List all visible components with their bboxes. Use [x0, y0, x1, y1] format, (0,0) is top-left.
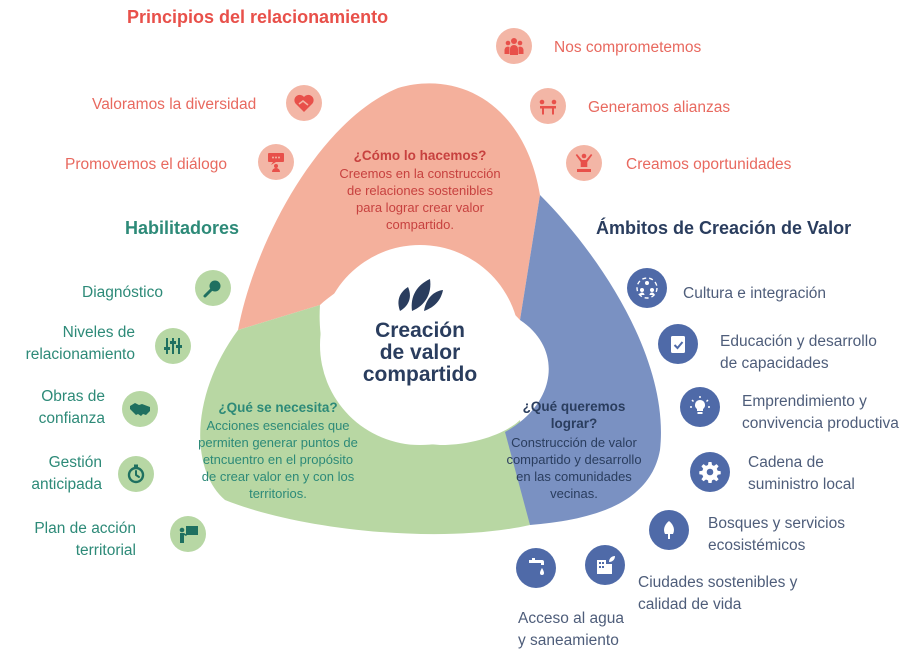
- value-area-line: Cadena de: [748, 454, 824, 471]
- center-line-3: compartido: [362, 363, 478, 386]
- value-area-line: suministro local: [748, 476, 855, 493]
- value-area-line: calidad de vida: [638, 596, 742, 613]
- principle-label: Valoramos la diversidad: [92, 96, 257, 113]
- enablers-heading: Habilitadores: [125, 218, 240, 238]
- how-line-3: para lograr crear valor: [356, 200, 484, 215]
- how-line-4: compartido.: [386, 217, 454, 232]
- enabler-line: Gestión: [48, 454, 102, 471]
- value-area-line: Acceso al agua: [518, 610, 624, 627]
- heart-handshake-icon: [286, 85, 322, 121]
- achieve-line-3: en las comunidades: [516, 469, 632, 484]
- principle-label: Promovemos el diálogo: [65, 156, 227, 173]
- value-area-label: Cultura e integración: [683, 285, 827, 302]
- need-line-1: Acciones esenciales que: [206, 418, 350, 433]
- achieve-title-line-1: ¿Qué queremos: [522, 399, 626, 414]
- value-area-line: Bosques y servicios: [708, 515, 845, 532]
- value-area-line: Ciudades sostenibles y: [638, 574, 798, 591]
- center-title: Creación de valor compartido: [345, 320, 495, 386]
- enabler-line: relacionamiento: [25, 346, 135, 363]
- person-celebrating-icon: [566, 145, 602, 181]
- value-area-line: de capacidades: [720, 355, 829, 372]
- achieve-title: ¿Qué queremos lograr?: [484, 398, 664, 432]
- magnifier-icon: [195, 270, 231, 306]
- need-line-4: de crear valor en y con los: [201, 469, 355, 484]
- achieve-line-2: compartido y desarrollo: [506, 452, 642, 467]
- handshake-icon: [122, 391, 158, 427]
- meeting-table-icon: [530, 88, 566, 124]
- enabler-line: Plan de acción: [34, 520, 136, 537]
- need-line-5: territorios.: [249, 486, 307, 501]
- lightbulb-icon: [680, 387, 720, 427]
- enabler-label: Plan de acción territorial: [10, 518, 136, 562]
- speech-bubble-person-icon: [258, 144, 294, 180]
- how-body: Creemos en la construcción de relaciones…: [320, 165, 520, 233]
- value-area-line: ecosistémicos: [708, 537, 806, 554]
- value-area-label: Ciudades sostenibles y calidad de vida: [638, 572, 797, 616]
- need-line-3: etncuentro en el propósito: [202, 452, 354, 467]
- value-area-line: Educación y desarrollo: [720, 333, 877, 350]
- enabler-label: Diagnóstico: [82, 284, 163, 301]
- enabler-label: Gestión anticipada: [10, 452, 102, 496]
- enabler-label: Niveles de relacionamiento: [10, 322, 135, 366]
- how-line-1: Creemos en la construcción: [339, 166, 501, 181]
- achieve-body: Construcción de valor compartido y desar…: [484, 434, 664, 502]
- stopwatch-icon: [118, 456, 154, 492]
- need-line-2: permiten generar puntos de: [198, 435, 358, 450]
- need-section: ¿Qué se necesita? Acciones esenciales qu…: [188, 400, 368, 502]
- enabler-line: Obras de: [41, 388, 105, 405]
- leaf-logo-icon: [398, 279, 443, 311]
- how-section: ¿Cómo lo hacemos? Creemos en la construc…: [320, 148, 520, 233]
- sliders-icon: [155, 328, 191, 364]
- center-line-1: Creación: [375, 319, 465, 342]
- center-line-2: de valor: [379, 341, 461, 364]
- presenter-board-icon: [170, 516, 206, 552]
- how-line-2: de relaciones sostenibles: [347, 183, 493, 198]
- gear-icon: [690, 452, 730, 492]
- how-title: ¿Cómo lo hacemos?: [353, 148, 487, 163]
- building-leaf-icon: [585, 545, 625, 585]
- value-area-label: Educación y desarrollo de capacidades: [720, 331, 877, 375]
- need-title: ¿Qué se necesita?: [218, 400, 338, 415]
- value-areas-heading: Ámbitos de Creación de Valor: [596, 218, 852, 238]
- people-circle-icon: [627, 268, 667, 308]
- tree-icon: [649, 510, 689, 550]
- principles-heading: Principios del relacionamiento: [127, 7, 389, 27]
- group-people-icon: [496, 28, 532, 64]
- value-area-line: Emprendimiento y: [742, 393, 867, 410]
- achieve-line-4: vecinas.: [550, 486, 598, 501]
- enabler-line: confianza: [38, 410, 105, 427]
- enabler-line: Niveles de: [62, 324, 135, 341]
- enabler-line: anticipada: [31, 476, 102, 493]
- achieve-title-line-2: lograr?: [550, 416, 598, 431]
- need-body: Acciones esenciales que permiten generar…: [188, 417, 368, 502]
- achieve-lobe: [505, 195, 661, 525]
- principle-label: Generamos alianzas: [588, 99, 731, 116]
- value-area-line: y saneamiento: [518, 632, 619, 649]
- principle-label: Creamos oportunidades: [626, 156, 792, 173]
- water-tap-icon: [516, 548, 556, 588]
- value-area-label: Acceso al agua y saneamiento: [518, 608, 624, 652]
- value-area-line: convivencia productiva: [742, 415, 899, 432]
- enabler-line: territorial: [75, 542, 136, 559]
- value-area-label: Cadena de suministro local: [748, 452, 855, 496]
- value-area-label: Bosques y servicios ecosistémicos: [708, 513, 845, 557]
- principle-label: Nos comprometemos: [554, 39, 702, 56]
- enabler-label: Obras de confianza: [10, 386, 105, 430]
- clipboard-check-icon: [658, 324, 698, 364]
- center-circle: [320, 245, 520, 445]
- value-area-label: Emprendimiento y convivencia productiva: [742, 391, 899, 435]
- achieve-section: ¿Qué queremos lograr? Construcción de va…: [484, 398, 664, 502]
- achieve-line-1: Construcción de valor: [511, 435, 637, 450]
